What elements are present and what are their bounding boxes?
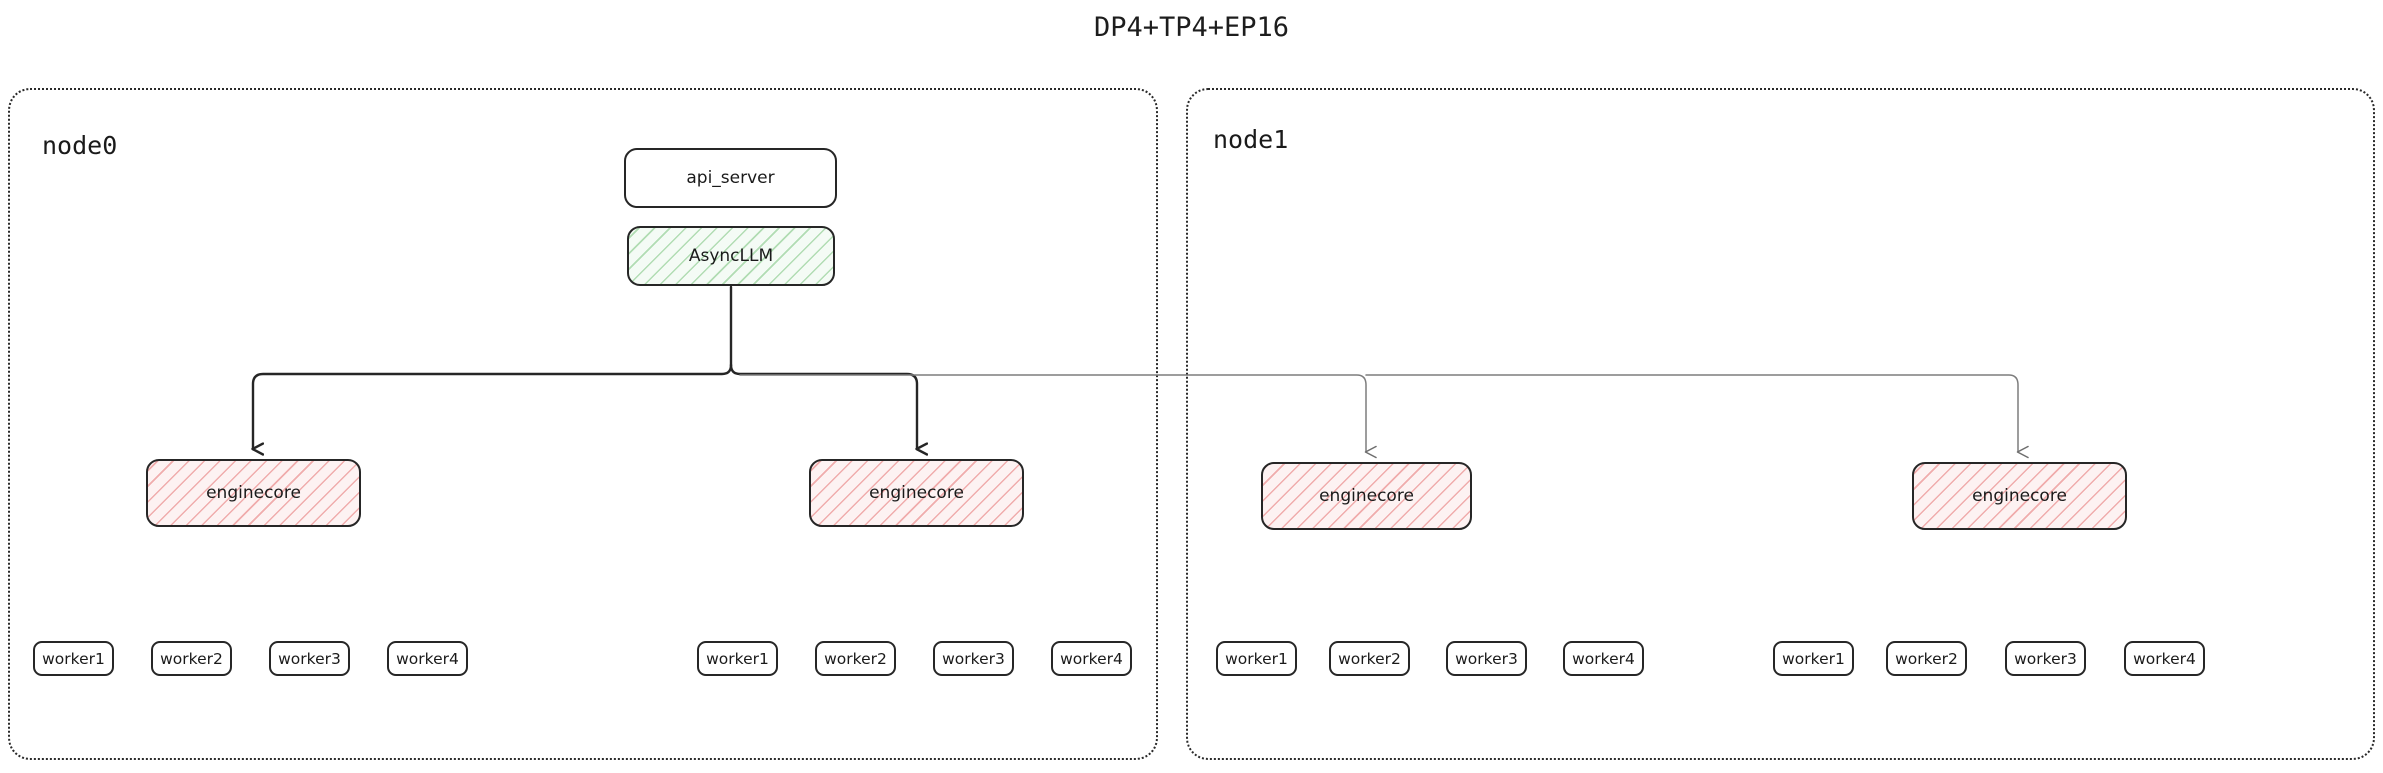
enginecore-box-3[interactable]: enginecore	[1912, 462, 2127, 530]
worker-box[interactable]: worker3	[933, 641, 1014, 676]
worker-box[interactable]: worker2	[1886, 641, 1967, 676]
worker-box[interactable]: worker2	[815, 641, 896, 676]
worker-box[interactable]: worker1	[33, 641, 114, 676]
page-title: DP4+TP4+EP16	[1093, 12, 1290, 43]
worker-box[interactable]: worker1	[1216, 641, 1297, 676]
worker-box[interactable]: worker2	[151, 641, 232, 676]
node-label-node1: node1	[1213, 125, 1289, 154]
worker-box[interactable]: worker4	[2124, 641, 2205, 676]
worker-box[interactable]: worker3	[269, 641, 350, 676]
worker-box[interactable]: worker4	[1051, 641, 1132, 676]
worker-box[interactable]: worker4	[387, 641, 468, 676]
worker-box[interactable]: worker1	[697, 641, 778, 676]
node-label-node0: node0	[42, 131, 118, 160]
async-llm-box[interactable]: AsyncLLM	[627, 226, 835, 286]
enginecore-box-1[interactable]: enginecore	[809, 459, 1024, 527]
worker-box[interactable]: worker3	[2005, 641, 2086, 676]
enginecore-box-0[interactable]: enginecore	[146, 459, 361, 527]
api-server-box[interactable]: api_server	[624, 148, 837, 208]
worker-box[interactable]: worker1	[1773, 641, 1854, 676]
worker-box[interactable]: worker3	[1446, 641, 1527, 676]
enginecore-box-2[interactable]: enginecore	[1261, 462, 1472, 530]
worker-box[interactable]: worker2	[1329, 641, 1410, 676]
worker-box[interactable]: worker4	[1563, 641, 1644, 676]
